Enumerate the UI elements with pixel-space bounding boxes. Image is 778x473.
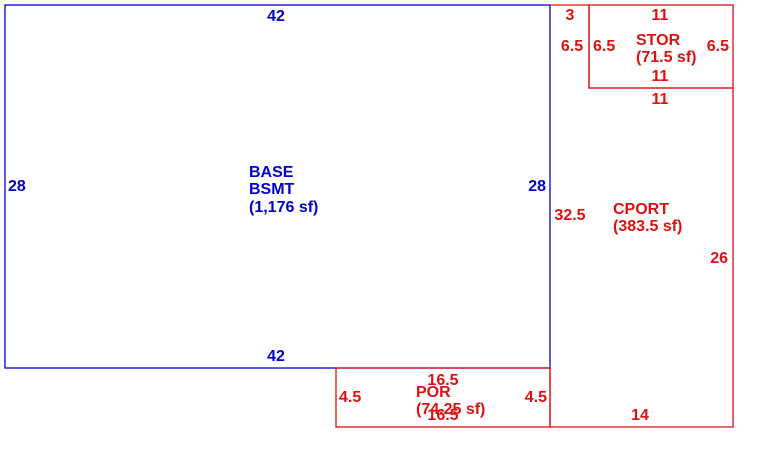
- cport-offset-top-dimension: 3: [566, 7, 575, 24]
- cport-bottom-dimension: 14: [631, 407, 649, 424]
- cport-left-upper-dimension: 6.5: [561, 38, 583, 55]
- base-left-dimension: 28: [8, 178, 26, 195]
- stor-area-label: (71.5 sf): [636, 49, 696, 66]
- base-area-label: (1,176 sf): [249, 199, 318, 216]
- base-top-dimension: 42: [267, 8, 285, 25]
- por-outline: [335, 367, 551, 428]
- stor-right-dimension: 6.5: [707, 38, 729, 55]
- base-right-dimension: 28: [528, 178, 546, 195]
- base-bsmt-outline: [4, 4, 551, 369]
- por-left-dimension: 4.5: [339, 389, 361, 406]
- base-subname-label: BSMT: [249, 181, 295, 198]
- base-name-label: BASE: [249, 164, 294, 181]
- por-bottom-dimension: 16.5: [427, 407, 458, 424]
- por-right-dimension: 4.5: [525, 389, 547, 406]
- cport-right-dimension: 26: [710, 250, 728, 267]
- stor-top-dimension: 11: [652, 7, 669, 24]
- cport-top-lower-dimension: 11: [652, 91, 669, 108]
- cport-area-label: (383.5 sf): [613, 218, 682, 235]
- base-bottom-dimension: 42: [267, 348, 285, 365]
- por-top-dimension: 16.5: [427, 372, 458, 389]
- cport-left-dimension: 32.5: [554, 207, 585, 224]
- por-area-label: (74.25 sf): [416, 401, 485, 418]
- stor-name-label: STOR: [636, 32, 681, 49]
- stor-left-dimension: 6.5: [593, 38, 615, 55]
- cport-name-label: CPORT: [613, 201, 669, 218]
- por-name-label: POR: [416, 384, 451, 401]
- stor-bottom-dimension: 11: [652, 68, 669, 85]
